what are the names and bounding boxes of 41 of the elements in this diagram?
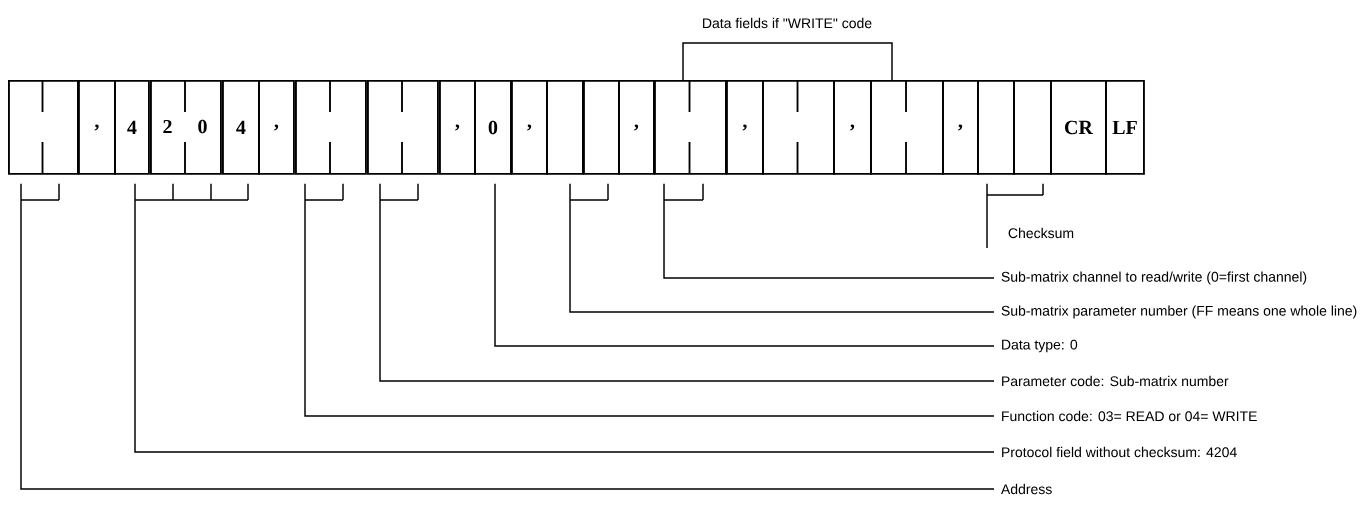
field-cell: 4	[222, 80, 260, 175]
leader-line	[663, 183, 995, 279]
leader-line	[379, 183, 995, 382]
leader-line	[134, 183, 995, 453]
leader-line	[494, 183, 995, 347]
field-cell	[295, 79, 367, 175]
field-description: Checksum	[1008, 227, 1074, 239]
field-cell: ,	[726, 80, 764, 175]
field-cell	[762, 79, 835, 175]
field-cell: ,	[833, 80, 872, 175]
field-cell: ,	[942, 80, 979, 175]
field-cell: ,	[258, 80, 295, 175]
bracket-label: Data fields if "WRITE" code	[703, 17, 872, 29]
field-cell	[870, 79, 944, 175]
field-cell	[546, 80, 584, 175]
field-cell	[583, 80, 620, 175]
field-description: Address	[1000, 483, 1052, 495]
field-cell: 0	[474, 80, 512, 175]
field-cell	[367, 79, 439, 175]
leader-line	[569, 183, 995, 313]
field-cell: ,	[439, 80, 476, 175]
leader-line	[986, 183, 1044, 249]
field-cell	[977, 80, 1015, 175]
field-cell: CR	[1050, 80, 1107, 175]
leader-line	[20, 183, 995, 490]
field-description: Function code: 03= READ or 04= WRITE	[1002, 410, 1257, 422]
field-cell	[654, 79, 727, 175]
field-cell: ,	[78, 80, 116, 175]
field-description: Sub-matrix channel to read/write (0=first channel)	[1001, 271, 1307, 285]
field-description: Sub-matrix parameter number (FF means one whole line)	[1001, 305, 1357, 319]
field-description: Parameter code: Sub-matrix number	[1002, 375, 1229, 387]
field-cell: ,	[511, 80, 548, 175]
field-cell: ,	[618, 80, 655, 175]
field-cell: 4	[114, 80, 150, 175]
leader-line	[304, 183, 995, 417]
field-cell: LF	[1105, 80, 1145, 175]
field-cell: 2 0	[150, 79, 222, 175]
field-cell	[8, 79, 79, 175]
field-description: Data type: 0	[1002, 339, 1078, 353]
field-description: Protocol field without checksum: 4204	[1002, 446, 1237, 458]
field-cell	[1013, 80, 1052, 175]
